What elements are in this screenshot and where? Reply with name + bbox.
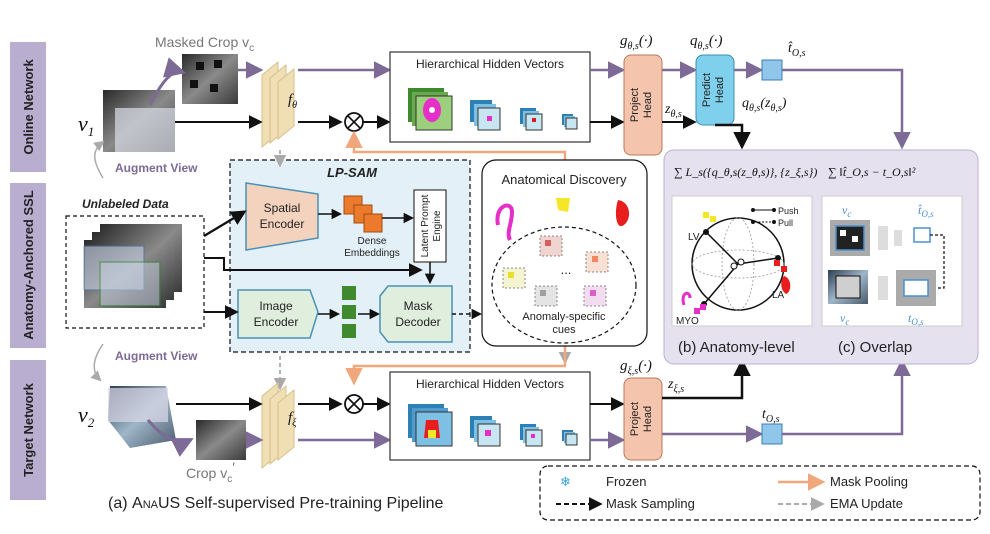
g-xi-label: gξ,s(·): [620, 358, 652, 377]
svg-text:tO,s: tO,s: [908, 311, 924, 327]
v2-image: [108, 386, 176, 448]
latent-prompt-engine: [413, 189, 447, 263]
svg-text:Decoder: Decoder: [395, 315, 440, 329]
legend-ema-update: EMA Update: [830, 496, 903, 511]
anatomical-discovery-title: Anatomical Discovery: [502, 172, 627, 187]
legend-mask-sampling: Mask Sampling: [606, 496, 695, 511]
hierarchical-vectors-online: Hierarchical Hidden Vectors: [389, 51, 591, 143]
side-label-online: Online Network: [10, 42, 46, 172]
side-label-target-text: Target Network: [21, 382, 36, 476]
image-encoder: [237, 289, 319, 339]
q-theta-label: qθ,s(·): [690, 33, 723, 52]
caption-a: (a) AnaUS Self-supervised Pre-training P…: [108, 495, 444, 512]
snowflake-icon: ❄: [560, 475, 571, 490]
svg-text:Encoder: Encoder: [254, 315, 299, 329]
caption-overlap: (c) Overlap: [838, 339, 912, 356]
augment-view-top: Augment View: [115, 161, 198, 175]
loss-overlap: ∑ ‖t̂_O,s − t_O,s‖²: [828, 165, 916, 179]
crop-label: Crop vc′: [186, 459, 235, 485]
svg-text:vc: vc: [842, 203, 851, 219]
dense-embeddings-cubes: [363, 213, 383, 233]
svg-text:cues: cues: [552, 324, 576, 336]
svg-text:Embeddings: Embeddings: [344, 248, 400, 259]
masked-crop-label: Masked Crop vc: [155, 34, 254, 54]
unlabeled-data-label: Unlabeled Data: [82, 197, 169, 211]
anatomical-discovery: Anatomical Discovery ... Anomaly-specifi…: [481, 159, 648, 347]
hierarchical-target-title: Hierarchical Hidden Vectors: [416, 377, 564, 391]
side-label-online-text: Online Network: [21, 59, 36, 155]
image-embeddings: [342, 324, 356, 338]
side-label-anatomy: Anatomy-Anchored SSL: [10, 183, 46, 348]
lpsam-module: LP-SAM Spatial Encoder Dense Embeddings …: [229, 159, 471, 353]
svg-text:MYO: MYO: [676, 316, 699, 327]
svg-text:...: ...: [561, 262, 572, 277]
g-theta-label: gθ,s(·): [620, 33, 653, 52]
v1-label: v1: [78, 111, 94, 139]
side-label-target: Target Network: [10, 360, 46, 500]
svg-text:Push: Push: [778, 206, 799, 216]
legend-frozen: Frozen: [606, 474, 646, 489]
project-head-online: [623, 54, 663, 156]
f-theta-encoder: [261, 60, 295, 149]
svg-text:Image: Image: [259, 299, 293, 313]
augment-view-bottom: Augment View: [115, 349, 198, 363]
masked-crop-image: [182, 54, 238, 104]
v1-image: [103, 90, 175, 152]
lpsam-title: LP-SAM: [327, 165, 378, 180]
loss-anatomy: ∑ L_s({q_θ,s(z_θ,s)}, {z_ξ,s}): [674, 165, 817, 179]
svg-text:Spatial: Spatial: [264, 201, 301, 215]
svg-text:t̂O,s: t̂O,s: [918, 203, 934, 219]
mask-decoder: [379, 285, 453, 343]
svg-text:ProjectHead: ProjectHead: [629, 402, 654, 436]
svg-text:Mask: Mask: [404, 299, 434, 313]
unlabeled-data-stack: [65, 215, 205, 329]
crop-arrow: [148, 57, 187, 106]
svg-text:Encoder: Encoder: [260, 217, 305, 231]
t-os-box: [761, 423, 783, 445]
f-xi-encoder: [261, 381, 295, 470]
t-hat-box: [761, 59, 783, 81]
f-xi-label: fξ: [288, 410, 297, 429]
svg-text:Latent PromptEngine: Latent PromptEngine: [420, 194, 443, 257]
t-hat-label: t̂O,s: [788, 41, 806, 59]
crop-image: [196, 420, 246, 460]
z-xi-label: zξ,s: [667, 377, 684, 395]
hierarchical-vectors-target: Hierarchical Hidden Vectors: [389, 371, 591, 461]
q-of-z-label: qθ,s(zθ,s): [742, 96, 787, 114]
svg-text:vc: vc: [840, 311, 849, 327]
svg-text:ProjectHead: ProjectHead: [629, 88, 654, 122]
svg-text:PredictHead: PredictHead: [701, 73, 726, 107]
legend-mask-pooling: Mask Pooling: [830, 474, 908, 489]
svg-text:Dense: Dense: [358, 236, 387, 247]
hierarchical-online-title: Hierarchical Hidden Vectors: [416, 57, 564, 71]
svg-text:LA: LA: [772, 290, 785, 301]
caption-anatomy-level: (b) Anatomy-level: [678, 339, 795, 356]
svg-text:LV: LV: [688, 232, 700, 243]
side-label-anatomy-text: Anatomy-Anchored SSL: [21, 190, 36, 340]
legend: ❄ Frozen Mask Sampling Mask Pooling EMA …: [539, 465, 981, 521]
svg-text:Anomaly-specific: Anomaly-specific: [522, 311, 606, 323]
project-head-target: [623, 377, 663, 461]
spatial-encoder: [245, 182, 319, 251]
z-theta-label: zθ,s: [664, 102, 682, 120]
t-os-label: tO,s: [762, 407, 780, 425]
loss-panel: ∑ L_s({q_θ,s(z_θ,s)}, {z_ξ,s}) ∑ ‖t̂_O,s…: [663, 149, 979, 365]
f-theta-label: fθ: [288, 92, 297, 111]
v2-label: v2: [78, 402, 95, 430]
svg-text:Pull: Pull: [778, 218, 793, 228]
